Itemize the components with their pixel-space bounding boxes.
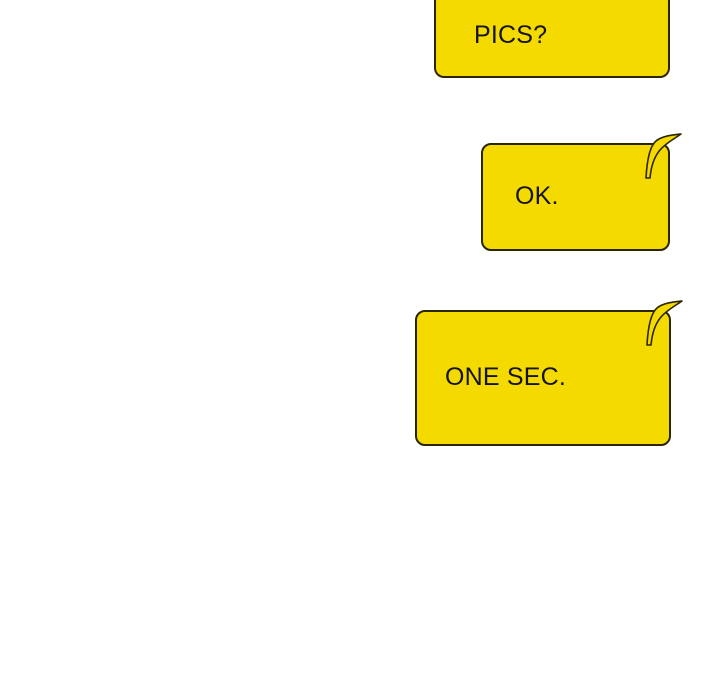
speech-bubble-pics: PICS? <box>434 0 670 78</box>
speech-bubble-text: OK. <box>515 182 559 211</box>
speech-bubble-text: ONE SEC. <box>445 363 567 392</box>
speech-bubble-ok: OK. <box>481 143 670 251</box>
speech-bubble-one-sec: ONE SEC. <box>415 310 671 446</box>
speech-bubble-text: PICS? <box>474 21 548 49</box>
